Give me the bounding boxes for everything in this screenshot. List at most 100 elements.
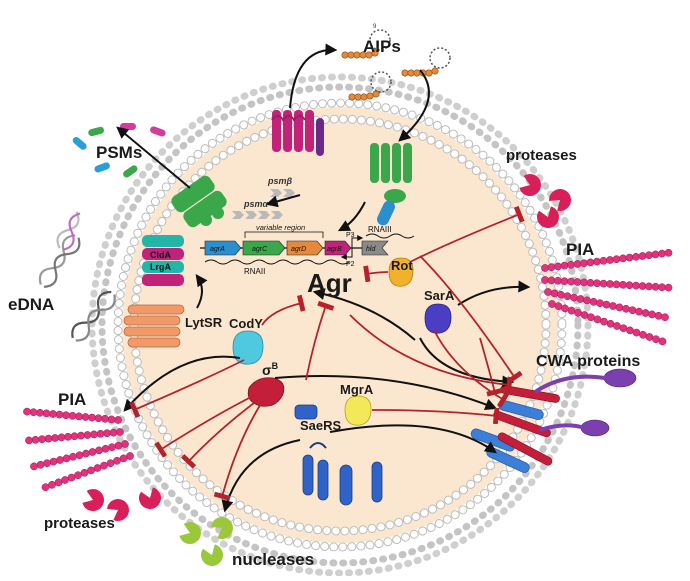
pia-residue: [88, 448, 97, 456]
pia-residue: [652, 335, 660, 344]
pia-residue: [88, 413, 96, 422]
pia-residue: [64, 432, 72, 441]
pia-residue: [100, 461, 108, 470]
label-rot: Rot: [391, 258, 413, 273]
pia-residue: [544, 288, 552, 296]
pia-residue: [121, 440, 129, 448]
pia-residue: [87, 466, 95, 475]
pia-residue: [31, 435, 40, 444]
sara-regulator: [424, 303, 452, 334]
agra-regulator: [377, 200, 395, 226]
pia-residue: [574, 308, 582, 317]
pia-residue: [602, 300, 611, 309]
label-pia-left: PIA: [58, 390, 86, 409]
pia-residue: [62, 454, 71, 463]
pia-residue: [606, 256, 614, 264]
protease-icon: [107, 499, 129, 521]
pia-residue: [626, 326, 634, 335]
pia-residue: [554, 276, 562, 285]
pia-residue: [108, 443, 116, 452]
pia-residue: [56, 456, 64, 464]
label-mgra: MgrA: [340, 382, 374, 397]
label-cwa-proteins: CWA proteins: [536, 353, 640, 370]
label-saers: SaeRS: [300, 418, 342, 433]
pia-residue: [83, 431, 92, 439]
label-aips: AIPs: [363, 37, 401, 56]
label-cody: CodY: [229, 316, 263, 331]
pia-residue: [54, 478, 63, 487]
pia-residue: [541, 276, 549, 284]
label-agrc-gene: agrC: [252, 246, 268, 253]
hld-gene: [361, 240, 389, 256]
pia-residue: [619, 254, 627, 263]
psm-genes: [232, 189, 295, 219]
pia-residue: [599, 279, 608, 288]
pia-residue: [93, 464, 102, 472]
pia-residue: [560, 261, 569, 270]
pia-residue: [61, 476, 69, 484]
pia-residue: [567, 277, 575, 286]
aip-ring-top: [369, 29, 391, 51]
protease-icon: [82, 489, 104, 511]
enzyme-icons: [82, 174, 571, 566]
pia-residue: [593, 279, 601, 288]
pia-residue: [580, 311, 589, 319]
agra-gene: [204, 240, 242, 256]
lytsr-system: [123, 304, 185, 348]
pia-residue: [94, 414, 103, 423]
agrb-gene: [324, 240, 352, 256]
label-nucleases: nucleases: [232, 550, 314, 569]
pia-residue: [96, 429, 105, 438]
pia-residue: [44, 434, 53, 443]
pia-residue: [43, 459, 51, 468]
pia-residue: [580, 278, 588, 287]
pia-residue: [664, 283, 673, 292]
pia-residue: [113, 456, 121, 465]
label-variable-region: variable region: [256, 223, 305, 232]
aip-right: [401, 67, 439, 77]
cell-envelope: [88, 73, 592, 577]
pia-residue: [62, 411, 70, 420]
protease-icon: [139, 487, 161, 509]
pia-residue: [36, 408, 44, 417]
pia-residue: [30, 462, 38, 471]
label-agrb-gene: agrB: [327, 246, 342, 253]
membrane-outer-heads-fill: [114, 99, 566, 551]
label-sara: SarA: [424, 288, 455, 303]
pia-residue: [67, 473, 76, 482]
nuclease-icon: [201, 544, 223, 566]
pia-residue: [593, 315, 602, 324]
protease-icon: [549, 189, 571, 211]
pia-residue: [632, 252, 640, 261]
pia-residue: [606, 280, 614, 288]
pia-residue: [107, 415, 116, 424]
sigma-superscript: B: [272, 361, 279, 371]
pia-residue: [632, 328, 641, 337]
label-psms: PSMs: [96, 143, 142, 162]
pia-residue: [554, 302, 563, 311]
psm-exporter: [171, 175, 227, 228]
label-hld: hld: [366, 246, 376, 253]
pia-residue: [109, 428, 118, 437]
pia-residue: [541, 264, 549, 272]
cwa-proteins: [470, 368, 637, 473]
aip-top: [341, 49, 379, 59]
aip-left: [348, 90, 380, 101]
pia-residue: [82, 449, 90, 458]
pia-residue: [645, 251, 653, 260]
pia-residue: [632, 281, 640, 290]
pia-residue: [567, 260, 575, 269]
pia-residue: [36, 460, 45, 469]
variable-region-bracket: [244, 231, 324, 238]
pia-residue: [638, 282, 647, 290]
cytoplasm-core: [139, 124, 541, 526]
agr-operon: [200, 231, 415, 265]
pia-residue: [101, 414, 109, 423]
pia-residue: [580, 259, 588, 268]
pia-residue: [106, 459, 115, 468]
pia-residue: [554, 262, 562, 271]
pia-residue: [51, 434, 59, 442]
pia-residue: [654, 311, 663, 320]
pia-residue: [74, 471, 82, 480]
